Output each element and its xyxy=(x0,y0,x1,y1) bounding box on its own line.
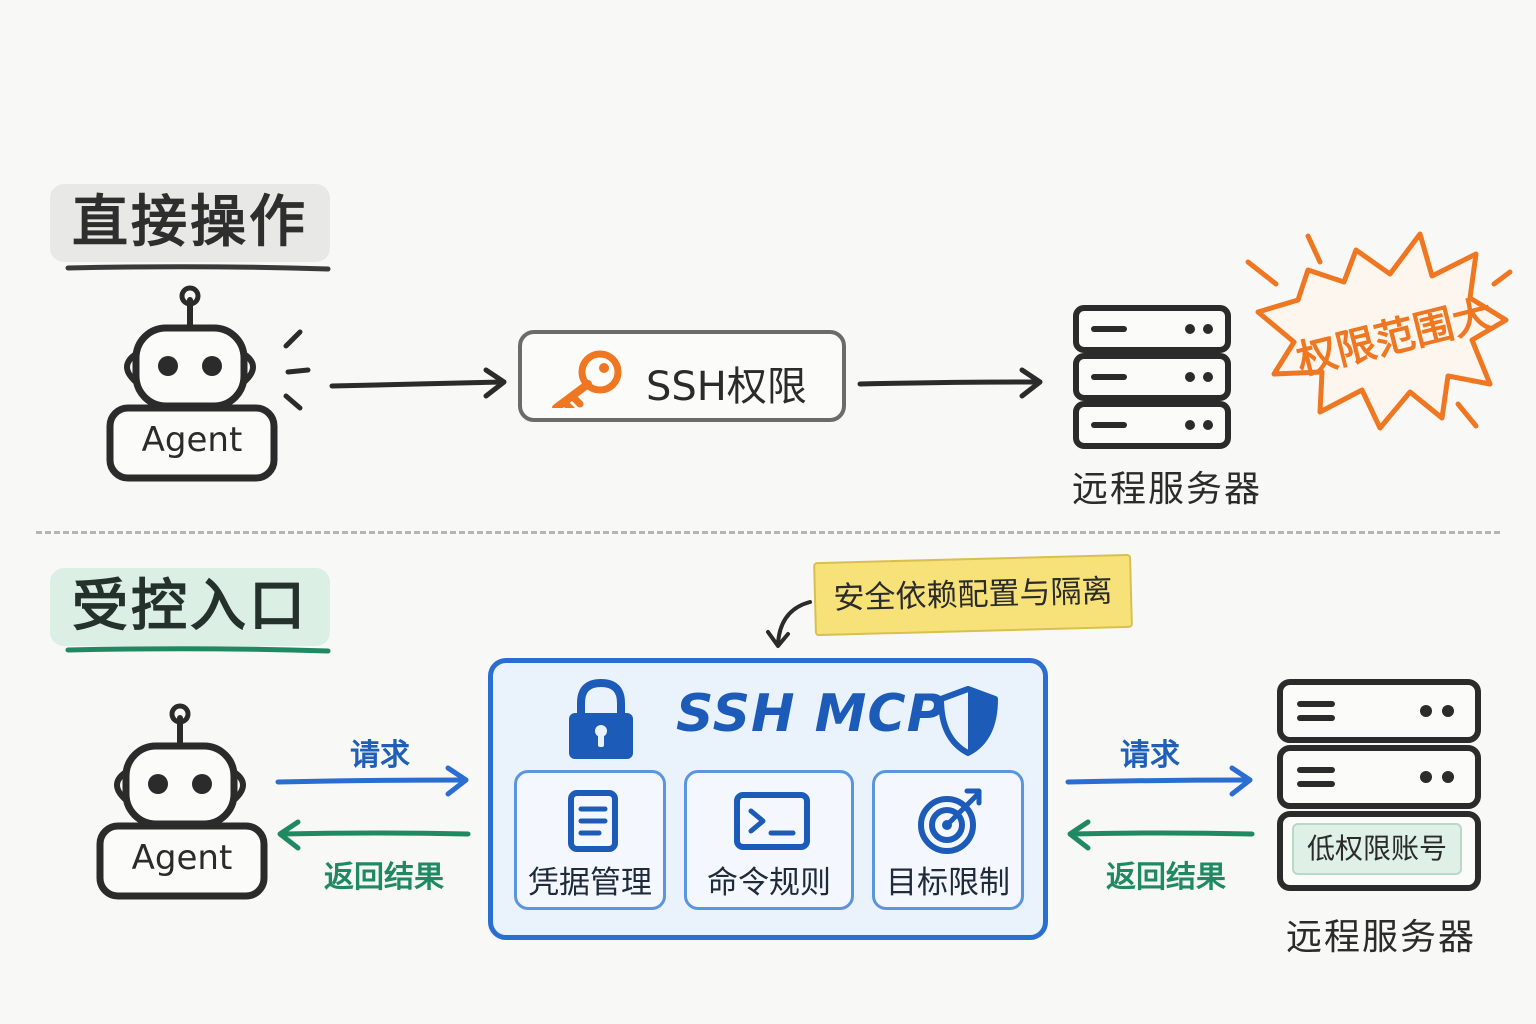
module-label-credentials: 凭据管理 xyxy=(528,865,652,901)
request-label-right: 请求 xyxy=(1120,738,1180,773)
ssh-permission-box: SSH权限 xyxy=(518,330,846,422)
response-label-left: 返回结果 xyxy=(324,860,444,895)
ssh-mcp-title: SSH MCP xyxy=(676,684,946,744)
server-label-bottom: 远程服务器 xyxy=(1286,917,1477,958)
section-title-controlled: 受控入口 xyxy=(50,568,330,646)
title-underline xyxy=(65,264,331,272)
title-underline-green xyxy=(65,646,331,654)
target-icon xyxy=(918,788,982,854)
module-label-command-rules: 命令规则 xyxy=(707,865,831,901)
module-card-target-limit: 目标限制 xyxy=(872,770,1024,910)
shield-icon xyxy=(938,686,998,756)
terminal-icon xyxy=(734,792,810,850)
ssh-permission-label: SSH权限 xyxy=(646,364,807,410)
response-label-right: 返回结果 xyxy=(1106,860,1226,895)
arrow-ssh-to-server xyxy=(857,367,1043,399)
request-arrow-right xyxy=(1065,765,1253,797)
section-divider xyxy=(36,531,1500,534)
module-label-target-limit: 目标限制 xyxy=(886,865,1010,901)
agent-label-top: Agent xyxy=(141,420,243,460)
module-card-command-rules: 命令规则 xyxy=(684,770,854,910)
response-arrow-left xyxy=(277,819,471,851)
document-icon xyxy=(568,790,618,852)
module-card-credentials: 凭据管理 xyxy=(514,770,666,910)
response-arrow-right xyxy=(1067,819,1255,851)
section-title-direct: 直接操作 xyxy=(50,184,330,262)
server-icon xyxy=(1073,305,1231,449)
server-label-top: 远程服务器 xyxy=(1072,469,1263,510)
lock-icon xyxy=(569,679,633,759)
request-label-left: 请求 xyxy=(350,738,410,773)
agent-label-bottom: Agent xyxy=(131,838,233,878)
note-sticky: 安全依赖配置与隔离 xyxy=(813,553,1133,637)
request-arrow-left xyxy=(275,765,469,797)
key-icon xyxy=(552,350,622,408)
low-privilege-account-badge: 低权限账号 xyxy=(1292,823,1462,875)
burst-shape xyxy=(1245,231,1513,431)
note-arrow xyxy=(766,600,812,648)
arrow-agent-to-ssh xyxy=(329,367,507,399)
robot-icon xyxy=(106,285,311,482)
robot-icon xyxy=(96,703,268,900)
